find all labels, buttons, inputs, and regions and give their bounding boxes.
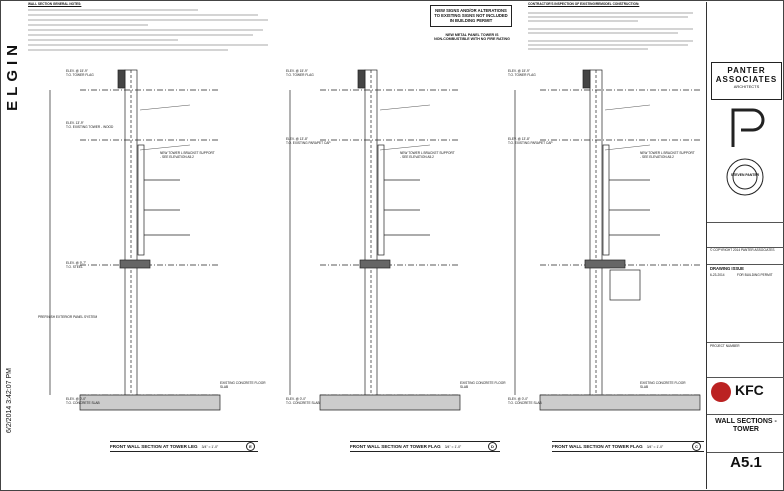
section-number-d: D	[488, 442, 497, 451]
section-c-linework	[514, 69, 701, 411]
signage-note: NEW SIGNS AND/OR ALTERATIONS TO EXISTING…	[430, 5, 512, 27]
section-scale-d: 3/4" = 1'-0"	[444, 444, 462, 449]
tb-divider	[707, 414, 784, 415]
elev-desc: T.O. EXISTING PARAPET CAP	[508, 140, 553, 145]
seal-name: STEVEN PANTER	[730, 173, 760, 177]
elev-desc: T.O. CONCRETE SLAB	[286, 400, 320, 405]
elev-value: ELEV. @ 0'-0"	[66, 397, 87, 401]
elev-label-parapet-d: ELEV. @ 13'-8" T.O. EXISTING PARAPET CAP	[286, 137, 331, 146]
elev-desc: T.O. CONCRETE SLAB	[508, 400, 542, 405]
section-title-d: FRONT WALL SECTION AT TOWER FLAG 3/4" = …	[350, 441, 500, 452]
section-number-e: E	[246, 442, 255, 451]
firm-mark-icon	[731, 108, 765, 147]
elev-label-slab-d: ELEV. @ 0'-0" T.O. CONCRETE SLAB	[286, 397, 320, 406]
tower-bracket-note-c: NEW TOWER L BRACKET SUPPORT - SEE ELEVAT…	[640, 151, 695, 159]
panel-note-line-1: NEW METAL PANEL TOWER IS	[445, 33, 499, 37]
tb-divider	[707, 222, 784, 223]
contractor-notes-lines	[528, 12, 693, 50]
client-name: KFC	[735, 382, 764, 398]
elev-value: ELEV. @ 9'-7"	[66, 261, 87, 265]
firm-subtitle: ARCHITECTS	[733, 84, 760, 89]
elev-value: ELEV. @ 13'-8"	[286, 137, 308, 141]
elev-desc: T.O. TOWER FLAG	[508, 72, 536, 77]
tb-divider	[707, 377, 784, 378]
elev-label-slab-c: ELEV. @ 0'-0" T.O. CONCRETE SLAB	[508, 397, 542, 406]
elev-desc: T.O. EXISTING TOWER - WOOD	[66, 124, 114, 129]
elev-label-wood-e: ELEV. 13'-9" T.O. EXISTING TOWER - WOOD	[66, 121, 114, 130]
tb-divider	[707, 342, 784, 343]
elev-desc: T.O. TOWER FLAG	[66, 72, 94, 77]
slab-note-e: EXISTING CONCRETE FLOOR SLAB	[220, 381, 266, 389]
slab-note-c: EXISTING CONCRETE FLOOR SLAB	[640, 381, 686, 389]
client-logo-icon	[711, 382, 731, 402]
panel-note-line-2: NON-COMBUSTIBLE WITH NO FIRE RATING	[434, 37, 510, 42]
sheet-title: WALL SECTIONS - TOWER	[715, 418, 777, 433]
section-title-d-text: FRONT WALL SECTION AT TOWER FLAG	[350, 444, 441, 449]
elev-label-slab-e: ELEV. @ 0'-0" T.O. CONCRETE SLAB	[66, 397, 100, 406]
elev-label-parapet-c: ELEV. @ 13'-8" T.O. EXISTING PARAPET CAP	[508, 137, 553, 146]
signage-note-line-3: IN BUILDING PERMIT	[449, 18, 493, 24]
tb-divider	[707, 247, 784, 248]
section-scale-e: 3/4" = 1'-0"	[201, 444, 219, 449]
elev-label-top-d: ELEV. @ 15'-9" T.O. TOWER FLAG	[286, 69, 314, 78]
elev-desc: T.O. TOWER FLAG	[286, 72, 314, 77]
firm-logo: PANTER ASSOCIATES ARCHITECTS	[711, 62, 782, 100]
sheet-number: A5.1	[730, 454, 762, 471]
section-title-c: FRONT WALL SECTION AT TOWER FLAG 3/4" = …	[552, 441, 704, 452]
section-e-linework	[49, 69, 221, 411]
project-location-title: ELGIN	[4, 40, 21, 111]
flag-note-e: PREFINISH EXTERIOR PANEL SYSTEM	[38, 315, 98, 319]
tb-divider	[707, 452, 784, 453]
contractor-notes: CONTRACTOR'S INSPECTION OF EXISTING/REMO…	[528, 2, 698, 53]
elev-desc: T.O. STEEL	[66, 264, 83, 269]
elev-value: ELEV. @ 0'-0"	[508, 397, 529, 401]
elev-label-top-c: ELEV. @ 15'-9" T.O. TOWER FLAG	[508, 69, 536, 78]
slab-note-d: EXISTING CONCRETE FLOOR SLAB	[460, 381, 506, 389]
elev-value: ELEV. @ 15'-9"	[286, 69, 308, 73]
issue-date: 6-23-2014	[710, 273, 725, 277]
elev-value: ELEV. @ 0'-0"	[286, 397, 307, 401]
architect-seal-icon	[726, 158, 764, 196]
project-number-label: PROJECT NUMBER	[710, 344, 740, 348]
elev-value: ELEV. 13'-9"	[66, 121, 84, 125]
firm-name: PANTER ASSOCIATES	[715, 66, 778, 84]
tower-bracket-note-e: NEW TOWER L BRACKET SUPPORT - SEE ELEVAT…	[160, 151, 215, 159]
wall-sections-drawing	[49, 69, 701, 411]
signage-note-line-2: TO EXISTING SIGNS NOT INCLUDED	[434, 13, 508, 19]
elev-value: ELEV. @ 13'-8"	[508, 137, 530, 141]
section-title-e: FRONT WALL SECTION AT TOWER LEG 3/4" = 1…	[110, 441, 258, 452]
general-notes-title: WALL SECTION GENERAL NOTES:	[28, 2, 82, 6]
section-title-e-text: FRONT WALL SECTION AT TOWER LEG	[110, 444, 198, 449]
elev-value: ELEV. @ 15'-9"	[508, 69, 530, 73]
elev-desc: T.O. CONCRETE SLAB	[66, 400, 100, 405]
section-title-c-text: FRONT WALL SECTION AT TOWER FLAG	[552, 444, 643, 449]
issue-description: FOR BUILDING PERMIT	[737, 273, 773, 277]
title-block: PANTER ASSOCIATES ARCHITECTS STEVEN PANT…	[706, 2, 784, 489]
signage-note-line-1: NEW SIGNS AND/OR ALTERATIONS	[435, 8, 507, 13]
section-scale-c: 3/4" = 1'-0"	[646, 444, 664, 449]
elev-value: ELEV. @ 15'-9"	[66, 69, 88, 73]
tower-bracket-note-d: NEW TOWER L BRACKET SUPPORT - SEE ELEVAT…	[400, 151, 455, 159]
section-number-c: C	[692, 442, 701, 451]
elev-desc: T.O. EXISTING PARAPET CAP	[286, 140, 331, 145]
annotation-leaders	[139, 104, 651, 151]
copyright: © COPYRIGHT 2014 PANTER ASSOCIATES	[710, 248, 775, 252]
print-timestamp: 6/2/2014 3:42:07 PM	[6, 368, 13, 433]
panel-note: NEW METAL PANEL TOWER IS NON-COMBUSTIBLE…	[432, 33, 512, 42]
elev-label-top-e: ELEV. @ 15'-9" T.O. TOWER FLAG	[66, 69, 94, 78]
drawing-issue-label: DRAWING ISSUE	[710, 266, 744, 271]
elev-label-steel-e: ELEV. @ 9'-7" T.O. STEEL	[66, 261, 87, 270]
general-notes-lines	[28, 9, 268, 51]
tb-divider	[707, 264, 784, 265]
general-notes: WALL SECTION GENERAL NOTES:	[28, 2, 268, 53]
section-d-linework	[289, 69, 461, 411]
contractor-notes-title: CONTRACTOR'S INSPECTION OF EXISTING/REMO…	[528, 2, 640, 6]
